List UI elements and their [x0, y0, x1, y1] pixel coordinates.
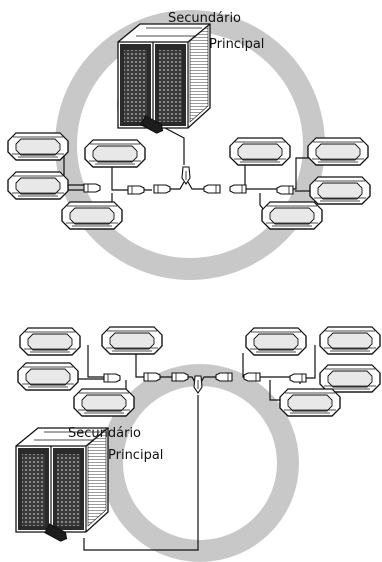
cassette-indoor-unit-icon [73, 388, 135, 417]
branch-joint-icon [103, 373, 121, 383]
branch-joint-icon [83, 183, 101, 193]
ring-bottom [101, 364, 299, 562]
cassette-indoor-unit-icon [309, 176, 371, 205]
branch-joint-icon [171, 372, 189, 382]
outdoor-unit-icon [15, 427, 109, 533]
cassette-indoor-unit-icon [7, 132, 69, 161]
label-secondary-bottom: Secundário [68, 426, 141, 441]
outdoor-unit-icon [117, 23, 211, 129]
branch-joint-icon [276, 185, 294, 195]
cassette-indoor-unit-icon [229, 137, 291, 166]
cassette-indoor-unit-icon [261, 201, 323, 230]
branch-joint-icon [140, 115, 164, 134]
branch-joint-icon [143, 372, 161, 382]
y-branch-icon [193, 375, 203, 394]
branch-joint-icon [289, 373, 307, 383]
cassette-indoor-unit-icon [84, 139, 146, 168]
cassette-indoor-unit-icon [245, 327, 307, 356]
cassette-indoor-unit-icon [61, 201, 123, 230]
branch-joint-icon [127, 185, 145, 195]
cassette-indoor-unit-icon [7, 171, 69, 200]
cassette-indoor-unit-icon [17, 362, 79, 391]
cassette-indoor-unit-icon [19, 327, 81, 356]
label-primary-top: Principal [209, 37, 264, 52]
cassette-indoor-unit-icon [307, 137, 369, 166]
branch-joint-icon [153, 184, 171, 194]
branch-joint-icon [243, 372, 261, 382]
branch-joint-icon [215, 372, 233, 382]
cassette-indoor-unit-icon [279, 388, 341, 417]
cassette-indoor-unit-icon [319, 364, 381, 393]
cassette-indoor-unit-icon [101, 326, 163, 355]
branch-joint-icon [203, 184, 221, 194]
label-secondary-top: Secundário [168, 11, 241, 26]
diagram-bottom: Secundário Principal [15, 326, 381, 562]
diagram-top: Secundário Principal [7, 10, 371, 280]
branch-joint-icon [44, 523, 68, 542]
label-primary-bottom: Principal [108, 448, 163, 463]
branch-joint-icon [229, 184, 247, 194]
y-branch-icon [181, 166, 191, 185]
cassette-indoor-unit-icon [319, 326, 381, 355]
